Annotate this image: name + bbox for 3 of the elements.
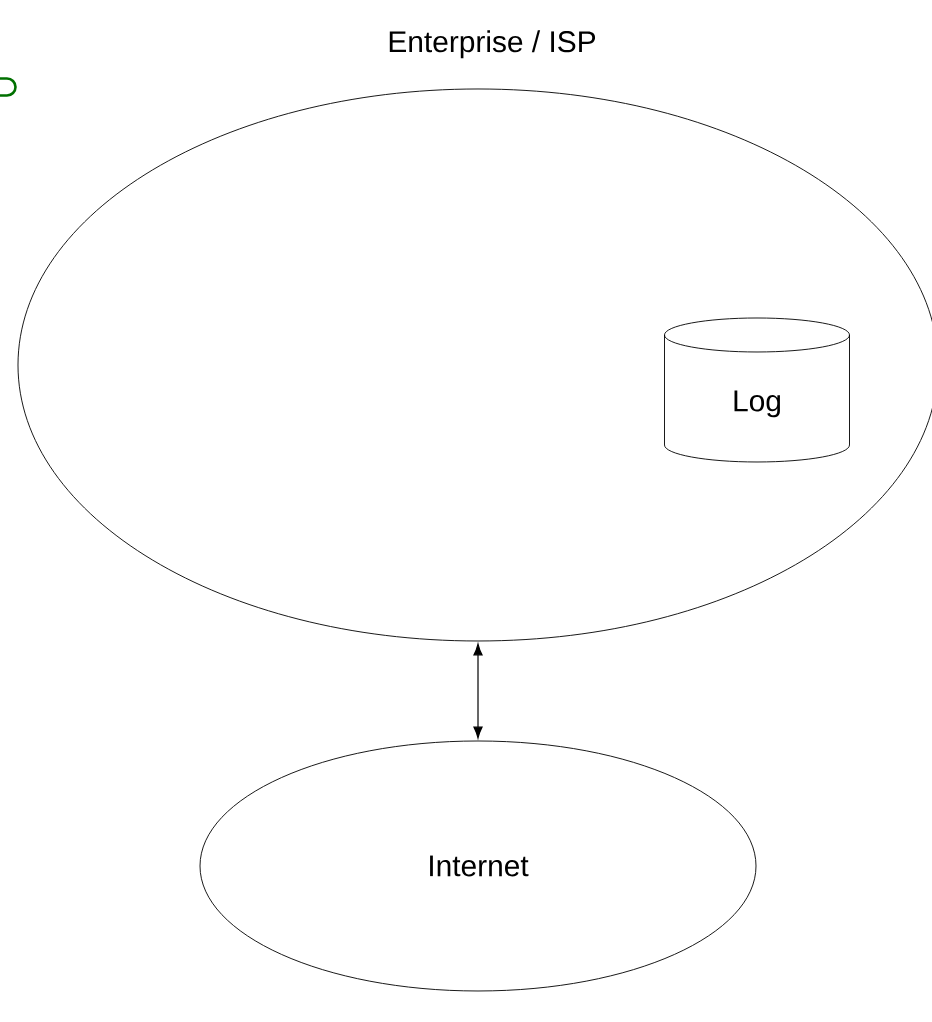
node-label: Enterprise / ISP	[389, 30, 596, 59]
arrow	[473, 643, 483, 739]
cylinder: Log	[664, 317, 850, 463]
